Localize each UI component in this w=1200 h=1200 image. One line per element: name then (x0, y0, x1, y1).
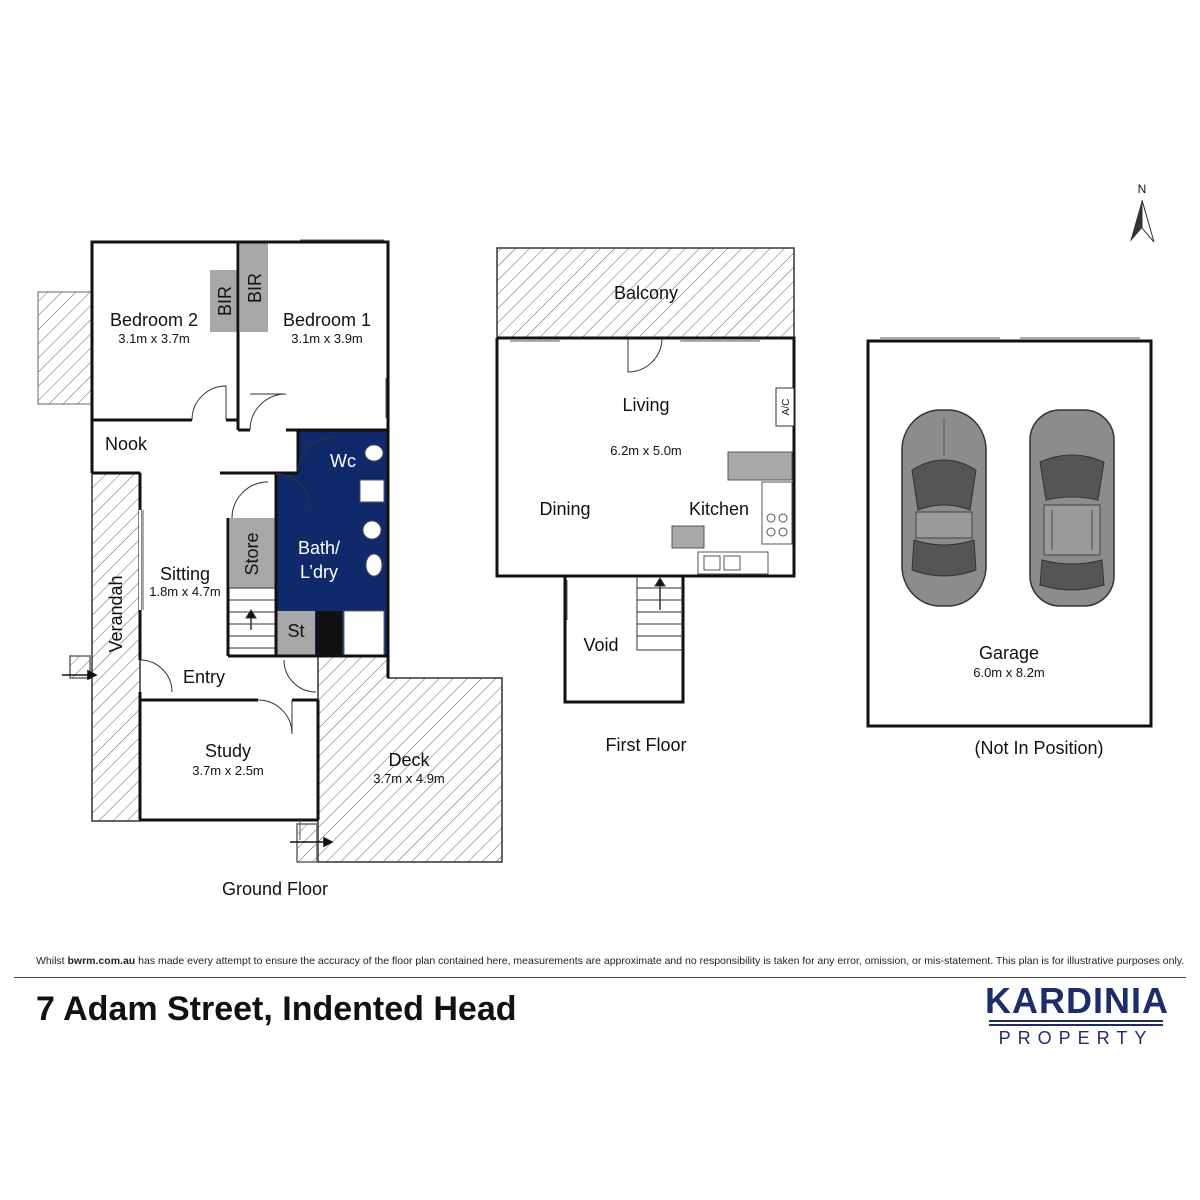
disclaimer-prefix: Whilst (36, 955, 65, 967)
cooktop-burner-2 (778, 513, 788, 523)
bath-label-line2: L’dry (300, 562, 338, 582)
living-name: Living (622, 395, 669, 415)
logo-sub-text: PROPERTY (998, 1028, 1154, 1048)
first-stairs (636, 576, 683, 651)
cooktop-burner-4 (778, 527, 788, 537)
study-dims: 3.7m x 2.5m (192, 763, 264, 778)
kitchen-sink-2 (723, 555, 741, 571)
bath-basin-3 (365, 553, 383, 577)
void-label: Void (583, 635, 618, 655)
balcony-door (627, 337, 663, 373)
dining-label: Dining (539, 499, 590, 519)
kitchen-label: Kitchen (689, 499, 749, 519)
bedroom2-name: Bedroom 2 (110, 310, 198, 330)
kitchen-cooktop (761, 481, 793, 545)
north-compass-icon: N (1130, 182, 1155, 243)
store-cupboard (230, 518, 276, 588)
cooktop-burner-1 (766, 513, 776, 523)
garage-walls (866, 339, 1153, 728)
st-cupboard (277, 611, 315, 656)
living-dims: 6.2m x 5.0m (610, 443, 682, 458)
logo-main-text: KARDINIA (985, 980, 1169, 1021)
dark-recess (316, 611, 342, 656)
deck-dims: 3.7m x 4.9m (373, 771, 445, 786)
ground-floor-label: Ground Floor (222, 879, 328, 899)
bath-basin-2 (362, 520, 382, 540)
study-name: Study (205, 741, 251, 761)
bedroom2-dims: 3.1m x 3.7m (118, 331, 190, 346)
ground-floor-plan: Bedroom 2 3.1m x 3.7m Bedroom 1 3.1m x 3… (37, 239, 503, 899)
garage-dims: 6.0m x 8.2m (973, 665, 1045, 680)
entry-arrow-west (62, 655, 98, 681)
kitchen-island (727, 451, 793, 481)
bir-right-label: BIR (245, 273, 265, 303)
bath-basin-1 (359, 479, 385, 503)
store-label: Store (242, 532, 262, 575)
bir-left-label: BIR (215, 286, 235, 316)
disclaimer-text: has made every attempt to ensure the acc… (138, 955, 1185, 967)
toilet-bowl (364, 444, 384, 462)
balcony-label: Balcony (614, 283, 678, 303)
ground-walls (90, 240, 390, 822)
bir-right-robe (240, 243, 268, 332)
car-left-icon (901, 409, 987, 607)
nook-label: Nook (105, 434, 148, 454)
ac-unit (775, 387, 795, 427)
kitchen-sink-bench (697, 551, 769, 575)
compass-label: N (1138, 182, 1147, 196)
first-floor-plan: Balcony Living 6.2m x 5.0m A/C Dining Ki… (495, 247, 796, 755)
bedroom1-dims: 3.1m x 3.9m (291, 331, 363, 346)
bir-left-robe (210, 270, 238, 332)
verandah-area (91, 472, 141, 822)
first-windows (510, 340, 760, 620)
first-walls (495, 336, 796, 704)
bedroom1-name: Bedroom 1 (283, 310, 371, 330)
window-hood-hatch (37, 291, 94, 405)
divider (14, 977, 1186, 978)
disclaimer: Whilst bwrm.com.au has made every attemp… (36, 955, 1184, 967)
kitchen-bench (671, 525, 705, 549)
garage-note: (Not In Position) (974, 738, 1103, 758)
bath-label-line1: Bath/ (298, 538, 340, 558)
garage-plan: Garage 6.0m x 8.2m (Not In Position) (866, 337, 1153, 758)
verandah-label: Verandah (106, 575, 126, 652)
st-label: St (287, 621, 304, 641)
sitting-name: Sitting (160, 564, 210, 584)
disclaimer-site: bwrm.com.au (67, 955, 136, 967)
first-floor-label: First Floor (606, 735, 687, 755)
sitting-dims: 1.8m x 4.7m (149, 584, 221, 599)
property-address: 7 Adam Street, Indented Head (36, 990, 517, 1028)
entry-arrow-deck (290, 823, 334, 863)
entry-label: Entry (183, 667, 225, 687)
cooktop-burner-3 (766, 527, 776, 537)
ground-stairs (228, 587, 276, 657)
logo-stripes (989, 1020, 1163, 1028)
garage-name: Garage (979, 643, 1039, 663)
deck-name: Deck (388, 750, 430, 770)
balcony-area (496, 247, 795, 339)
wc-label: Wc (330, 451, 356, 471)
ground-doors (139, 385, 335, 735)
kitchen-sink-1 (703, 555, 721, 571)
ac-label: A/C (781, 399, 792, 416)
car-right-icon (1029, 409, 1115, 607)
shower-base (343, 610, 385, 656)
kardinia-logo: KARDINIA PROPERTY (985, 980, 1169, 1050)
